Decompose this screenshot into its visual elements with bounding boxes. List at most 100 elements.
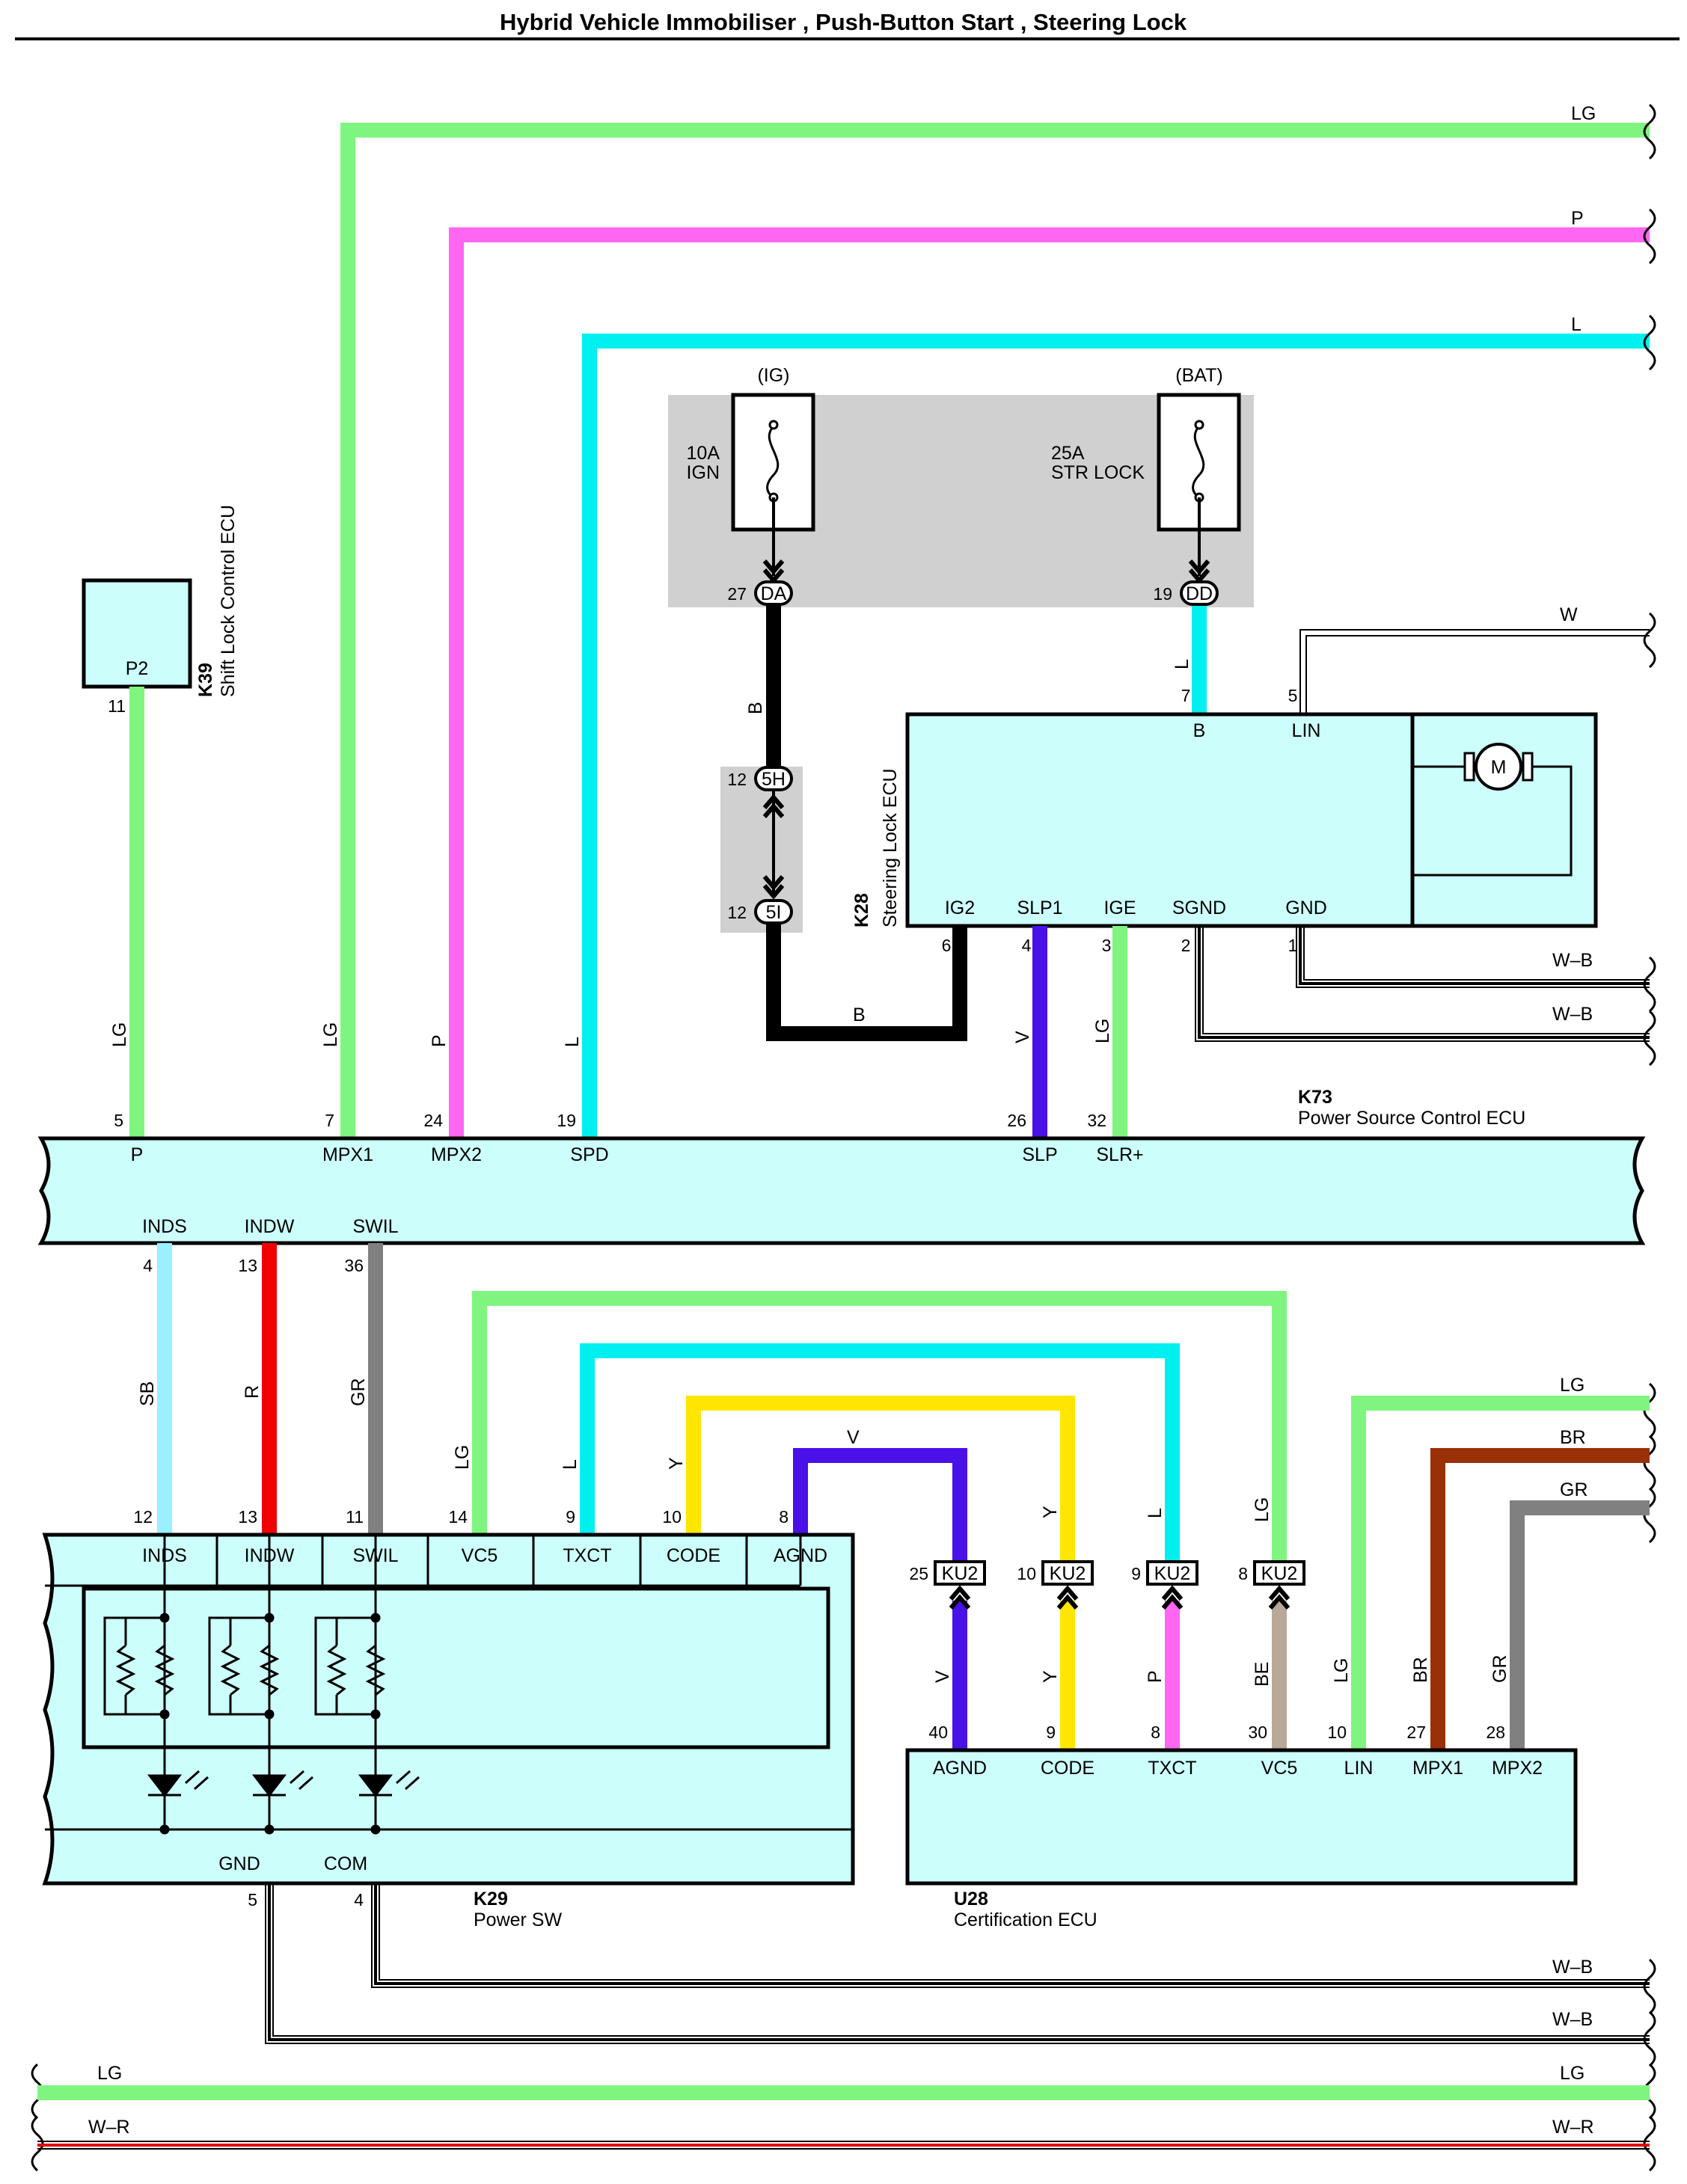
u28-term-vc5: VC5 (1261, 1758, 1298, 1779)
wire-code-v-agnd: V (847, 1427, 860, 1448)
k28-pin-2: 2 (1181, 936, 1191, 955)
fuse-str-rating: 25A (1051, 443, 1085, 464)
fuse-ign: (IG) 10A IGN DA 27 (687, 365, 815, 606)
ku2-label-8: KU2 (1261, 1563, 1298, 1584)
k29-term-agnd: AGND (774, 1545, 827, 1566)
ku2-pin-10: 10 (1017, 1564, 1036, 1583)
fuse-str-name: STR LOCK (1051, 462, 1145, 483)
u28-term-code: CODE (1041, 1758, 1094, 1779)
k73-term-mpx2: MPX2 (431, 1144, 482, 1165)
k28-term-gnd: GND (1285, 898, 1327, 918)
junction-top-pin: 12 (727, 770, 747, 789)
u28-pin-10: 10 (1327, 1723, 1347, 1742)
wire-code-lg-mpx1: LG (320, 1022, 341, 1047)
wire-w-outer-b (1305, 635, 1650, 714)
wire-code-y-code: Y (666, 1457, 687, 1470)
wire-code-b-vertical: B (745, 702, 766, 714)
wire-code-v-u28: V (932, 1670, 953, 1683)
wire-code-l-str: L (1172, 659, 1192, 669)
wire-code-gr-right: GR (1560, 1479, 1588, 1500)
k29-term-vc5: VC5 (462, 1545, 498, 1566)
wire-code-lg-ku2: LG (1252, 1497, 1273, 1522)
k73-term-mpx1: MPX1 (322, 1144, 373, 1165)
k29-term-gnd: GND (218, 1853, 260, 1874)
wire-code-p-mpx2: P (429, 1034, 450, 1047)
junction-connector: 5H 12 5I 12 (727, 766, 793, 924)
k28-code: K28 (851, 893, 872, 927)
k28-term-ige: IGE (1103, 898, 1136, 918)
fuse-ign-pin: 27 (727, 584, 747, 604)
k73-pin-26: 26 (1007, 1111, 1026, 1130)
k28-term-lin: LIN (1292, 720, 1321, 741)
wire-code-lg-slr: LG (1092, 1019, 1113, 1043)
k29-pin-10: 10 (662, 1507, 682, 1527)
wire-code-lg-bottom-left: LG (97, 2063, 122, 2084)
k29-term-txct: TXCT (563, 1545, 611, 1566)
wire-lg-lin (1351, 1396, 1650, 1750)
ku2-pin-25: 25 (909, 1564, 928, 1583)
wire-code-w: W (1560, 604, 1578, 625)
wire-code-y-ku2: Y (1040, 1506, 1061, 1518)
fuse-ign-connector: DA (761, 583, 787, 604)
k73-name: Power Source Control ECU (1298, 1108, 1525, 1129)
wire-l-top (582, 334, 1650, 1137)
wire-code-wb-2: W–B (1552, 1004, 1593, 1025)
wire-code-wr-left: W–R (88, 2117, 130, 2138)
k39-terminal: P2 (126, 658, 149, 679)
wire-code-r: R (242, 1385, 263, 1399)
k73-pin-19: 19 (557, 1111, 576, 1130)
k73-pin-5: 5 (114, 1111, 123, 1130)
u28-code: U28 (954, 1889, 988, 1910)
junction-top-conn: 5H (762, 769, 786, 790)
u28-term-mpx1: MPX1 (1412, 1758, 1463, 1779)
u28-certification-ecu (905, 1748, 1578, 1886)
k73-pin-4: 4 (143, 1256, 153, 1275)
wire-code-l-txct: L (560, 1459, 581, 1470)
wire-code-l-ku2: L (1145, 1508, 1166, 1518)
k28-term-b: B (1193, 720, 1206, 741)
wire-code-lg-vc5: LG (452, 1445, 473, 1470)
k39-name: Shift Lock Control ECU (218, 505, 239, 697)
wire-code-be-u28: BE (1252, 1662, 1273, 1687)
diagram-title: Hybrid Vehicle Immobiliser , Push-Button… (500, 9, 1187, 35)
k29-term-indw: INDW (245, 1545, 295, 1566)
k29-internal-circuit (103, 1535, 420, 1835)
junction-bot-conn: 5I (766, 902, 782, 923)
u28-term-txct: TXCT (1148, 1758, 1196, 1779)
fuse-ign-rating: 10A (687, 443, 720, 464)
wire-code-wr-right: W–R (1552, 2117, 1594, 2138)
fuse-ign-source: (IG) (757, 365, 789, 386)
wire-code-l-top: L (1571, 314, 1582, 335)
wire-br-mpx1 (1430, 1448, 1650, 1750)
k73-pin-36: 36 (344, 1256, 364, 1275)
wire-b-ig2-lower (766, 921, 967, 1041)
k73-pin-13: 13 (238, 1256, 257, 1275)
ku2-pin-8: 8 (1238, 1564, 1248, 1583)
k29-term-swil: SWIL (352, 1545, 398, 1566)
fuse-ign-name: IGN (687, 462, 720, 483)
k73-pin-24: 24 (423, 1111, 443, 1130)
k28-term-ig2: IG2 (945, 898, 975, 918)
k29-pin-4: 4 (354, 1890, 364, 1910)
u28-term-mpx2: MPX2 (1492, 1758, 1543, 1779)
k29-pin-12: 12 (133, 1507, 153, 1527)
wire-gr-mpx2 (1510, 1500, 1650, 1750)
wire-wb-k28-grounds (1195, 926, 1650, 1042)
k29-term-code: CODE (667, 1545, 720, 1566)
wire-lg-top (340, 123, 1650, 1137)
wire-code-br-u28: BR (1410, 1657, 1431, 1683)
k39-pin: 11 (108, 696, 126, 716)
wire-code-sb: SB (137, 1381, 158, 1406)
wire-code-wb-4: W–B (1552, 2009, 1593, 2030)
k28-pin-4: 4 (1022, 936, 1032, 955)
k28-steering-lock-ecu: M (905, 712, 1598, 928)
wire-code-gr-u28: GR (1489, 1655, 1510, 1684)
